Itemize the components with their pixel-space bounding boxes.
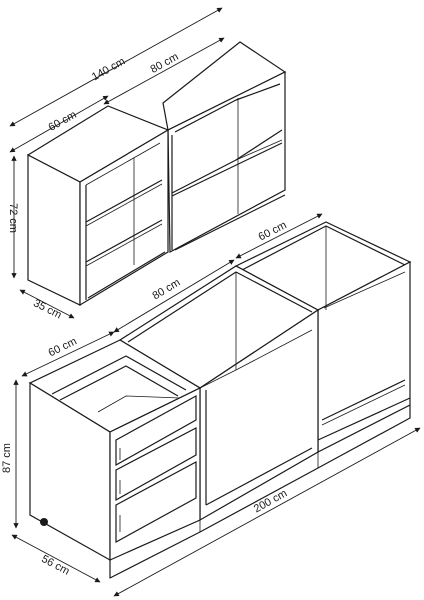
dimension-lines [9,7,421,597]
label-lower-total-width: 200 cm [252,487,289,515]
label-upper-total-width: 140 cm [90,55,127,83]
label-lower-height: 87 cm [1,443,13,473]
label-lower-depth: 56 cm [39,553,71,578]
label-lower-middle-width: 80 cm [151,277,183,303]
label-upper-right-width: 80 cm [149,51,181,76]
label-upper-height: 72 cm [7,203,19,233]
caster-wheel-icon [40,518,48,526]
label-upper-depth: 35 cm [31,297,63,321]
label-lower-left-width: 60 cm [47,335,79,359]
label-lower-right-width: 60 cm [257,219,289,243]
